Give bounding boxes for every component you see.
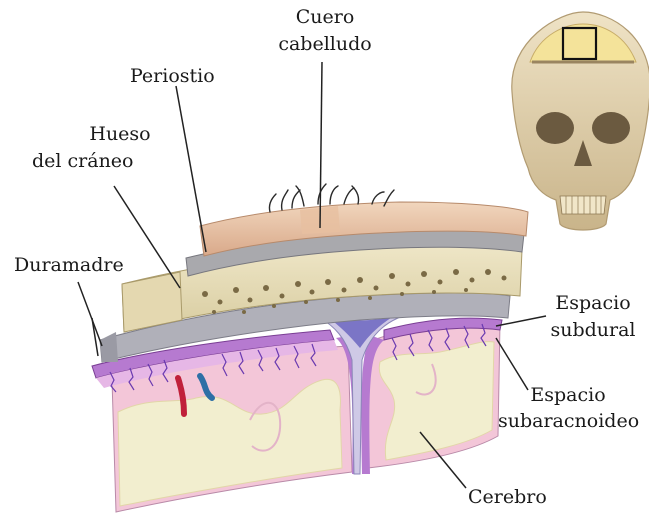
- skull-inset-illustration: [512, 12, 649, 230]
- label-subarachnoid-line1: Espacio: [498, 384, 638, 407]
- label-skull-line1: Hueso: [70, 123, 170, 146]
- label-scalp-line1: Cuero: [282, 6, 368, 29]
- label-brain: Cerebro: [468, 486, 547, 509]
- leader-skull: [114, 186, 180, 288]
- label-subarachnoid-line2: subaracnoideo: [498, 410, 639, 433]
- leader-dura-lower: [92, 318, 98, 356]
- skull-teeth: [560, 196, 606, 214]
- label-skull-line2: del cráneo: [32, 150, 134, 173]
- skull-left-eye-socket: [536, 112, 574, 144]
- dura-front-face: [100, 332, 118, 362]
- leader-dura-upper: [78, 282, 102, 346]
- leader-scalp: [320, 62, 322, 228]
- label-dura: Duramadre: [14, 254, 124, 277]
- skull-right-eye-socket: [592, 112, 630, 144]
- label-periosteum: Periostio: [130, 65, 215, 88]
- main-anatomy-block: [92, 184, 528, 512]
- label-subdural-line2: subdural: [548, 319, 638, 342]
- label-scalp-line2: cabelludo: [274, 33, 376, 56]
- leader-periosteum: [176, 86, 206, 252]
- leader-subarachnoid: [496, 338, 528, 390]
- label-subdural-line1: Espacio: [548, 292, 638, 315]
